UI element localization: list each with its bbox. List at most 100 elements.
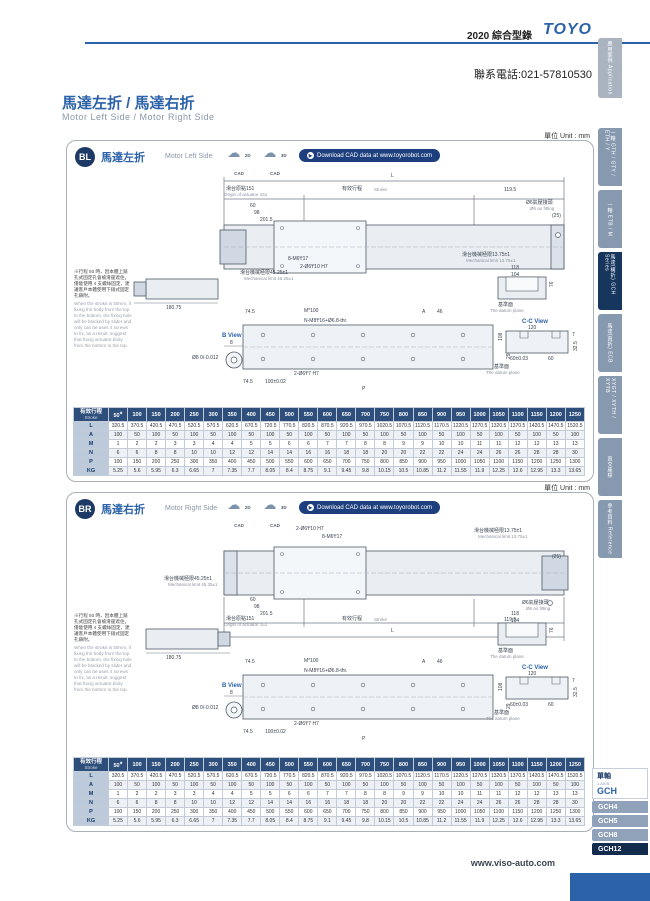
dim-datum-en: The datum plane: [490, 308, 524, 313]
plan-section-views-bl: [133, 177, 569, 370]
stroke-col: 1150: [526, 407, 547, 422]
cad-3d-button[interactable]: ☁ 3D CAD: [259, 144, 291, 180]
spec-cell: 14: [260, 448, 281, 458]
dim-datum-zh: 基準面: [494, 710, 510, 716]
spec-cell: 9: [393, 439, 414, 449]
dim-tap-8m6: 8-M6₸17: [322, 534, 343, 540]
spec-cell: 620.5: [222, 771, 243, 781]
stroke-col: 600: [317, 757, 338, 772]
series-tab-gch4[interactable]: GCH4: [592, 801, 648, 813]
sidebar-tab-4[interactable]: 馬達(橫折) GCH Series: [598, 252, 622, 310]
spec-cell: 5.25: [107, 816, 129, 826]
spec-cell: 50: [165, 780, 186, 790]
spec-cell: 16: [317, 448, 338, 458]
spec-cell: 50: [165, 430, 186, 440]
series-group-label: 單軸 1 AXIS GCH: [592, 768, 648, 799]
cad-2d-button[interactable]: ☁ 2D CAD: [223, 144, 255, 180]
spec-cell: 100: [107, 807, 129, 817]
header-divider: [85, 42, 650, 44]
sidebar-tab-2[interactable]: 一軸 GTH / GTY / ETH / Y: [598, 128, 622, 186]
spec-cell: 50: [469, 430, 490, 440]
series-tab-gch5[interactable]: GCH5: [592, 815, 648, 827]
spec-cell: 100: [564, 780, 586, 790]
series-tab-gch12[interactable]: GCH12: [592, 843, 648, 855]
dim-dim-32-5: 32.5: [573, 687, 579, 697]
row-label: N: [73, 448, 109, 458]
dim-dim-100-002: 100±0.02: [265, 729, 286, 735]
spec-cell: 1200: [526, 807, 547, 817]
spec-cell: 12.95: [526, 466, 547, 476]
dim-tol-8: Ø8 0/-0.012: [192, 355, 219, 361]
spec-cell: 24: [450, 798, 471, 808]
sidebar-tab-5[interactable]: 馬達(直折) ECB: [598, 314, 622, 372]
spec-cell: 12.25: [488, 466, 509, 476]
section-title-br: 馬達右折: [101, 504, 145, 516]
row-label: KG: [73, 816, 109, 826]
spec-cell: 30: [564, 798, 586, 808]
spec-cell: 6: [107, 448, 129, 458]
spec-cell: 5.25: [107, 466, 129, 476]
dim-dim-201-5: 201.5: [260, 611, 273, 617]
spec-cell: 2: [146, 789, 167, 799]
spec-cell: 320.5: [107, 421, 129, 431]
stroke-col: 300: [203, 757, 224, 772]
spec-cell: 720.5: [260, 421, 281, 431]
spec-cell: 24: [450, 448, 471, 458]
spec-cell: 8: [374, 789, 395, 799]
download-cad-button[interactable]: ▶ Download CAD data at www.toyorobot.com: [299, 149, 441, 162]
spec-cell: 13: [564, 439, 586, 449]
spec-cell: 9.8: [355, 816, 376, 826]
stroke-col: 1100: [507, 757, 528, 772]
download-cad-button[interactable]: ▶ Download CAD data at www.toyorobot.com: [299, 501, 441, 514]
spec-cell: 1370.5: [507, 421, 528, 431]
spec-cell: 6: [279, 789, 300, 799]
cad-2d-label: 2D CAD: [234, 505, 251, 528]
sidebar-tab-7[interactable]: 直交座標: [598, 438, 622, 496]
spec-cell: 18: [355, 798, 376, 808]
spec-cell: 50: [279, 780, 300, 790]
spec-cell: 50: [507, 430, 528, 440]
spec-cell: 4: [222, 439, 243, 449]
stroke-col: 100: [127, 757, 148, 772]
cad-3d-button[interactable]: ☁ 3D CAD: [259, 496, 291, 532]
spec-cell: 1520.5: [564, 771, 586, 781]
dim-dim-60: 60: [250, 203, 256, 209]
spec-cell: 8.75: [298, 816, 319, 826]
spec-cell: 6.65: [184, 816, 205, 826]
spec-cell: 100: [526, 780, 547, 790]
cad-2d-button[interactable]: ☁ 2D CAD: [223, 496, 255, 532]
spec-cell: 750: [355, 457, 376, 467]
dim-dim-104: 104: [511, 618, 520, 624]
spec-cell: 50: [317, 430, 338, 440]
stroke-col: 100: [127, 407, 148, 422]
spec-cell: 1170.5: [431, 771, 452, 781]
dim-dim-118: 118: [511, 611, 519, 617]
spec-cell: 10: [450, 439, 471, 449]
spec-cell: 8: [146, 798, 167, 808]
spec-cell: 300: [184, 457, 205, 467]
spec-cell: 50: [545, 780, 566, 790]
spec-cell: 11: [469, 439, 490, 449]
website-link[interactable]: www.viso-auto.com: [470, 858, 555, 868]
cloud-icon: ☁: [263, 497, 277, 512]
sidebar-tab-8[interactable]: 參考資料 Reference: [598, 500, 622, 558]
spec-cell: 600: [298, 807, 319, 817]
sidebar-tab-1[interactable]: 應用案例 Application: [598, 38, 622, 98]
spec-cell: 1220.5: [450, 771, 471, 781]
spec-cell: 3: [184, 789, 205, 799]
spec-cell: 12.25: [488, 816, 509, 826]
spec-cell: 1070.5: [393, 421, 414, 431]
spec-cell: 20: [374, 798, 395, 808]
sidebar-tab-3[interactable]: 一軸 ETB / M: [598, 190, 622, 248]
stroke-col: 500: [279, 757, 300, 772]
spec-cell: 100: [336, 780, 357, 790]
spec-cell: 8: [374, 439, 395, 449]
spec-cell: 1370.5: [507, 771, 528, 781]
spec-cell: 11: [488, 439, 509, 449]
series-tab-gch8[interactable]: GCH8: [592, 829, 648, 841]
dim-dim-32-5: 32.5: [573, 341, 579, 351]
spec-cell: 320.5: [107, 771, 129, 781]
sidebar-tab-6[interactable]: XYGT / XYTH / XYTB: [598, 376, 622, 434]
spec-cell: 1: [107, 789, 129, 799]
